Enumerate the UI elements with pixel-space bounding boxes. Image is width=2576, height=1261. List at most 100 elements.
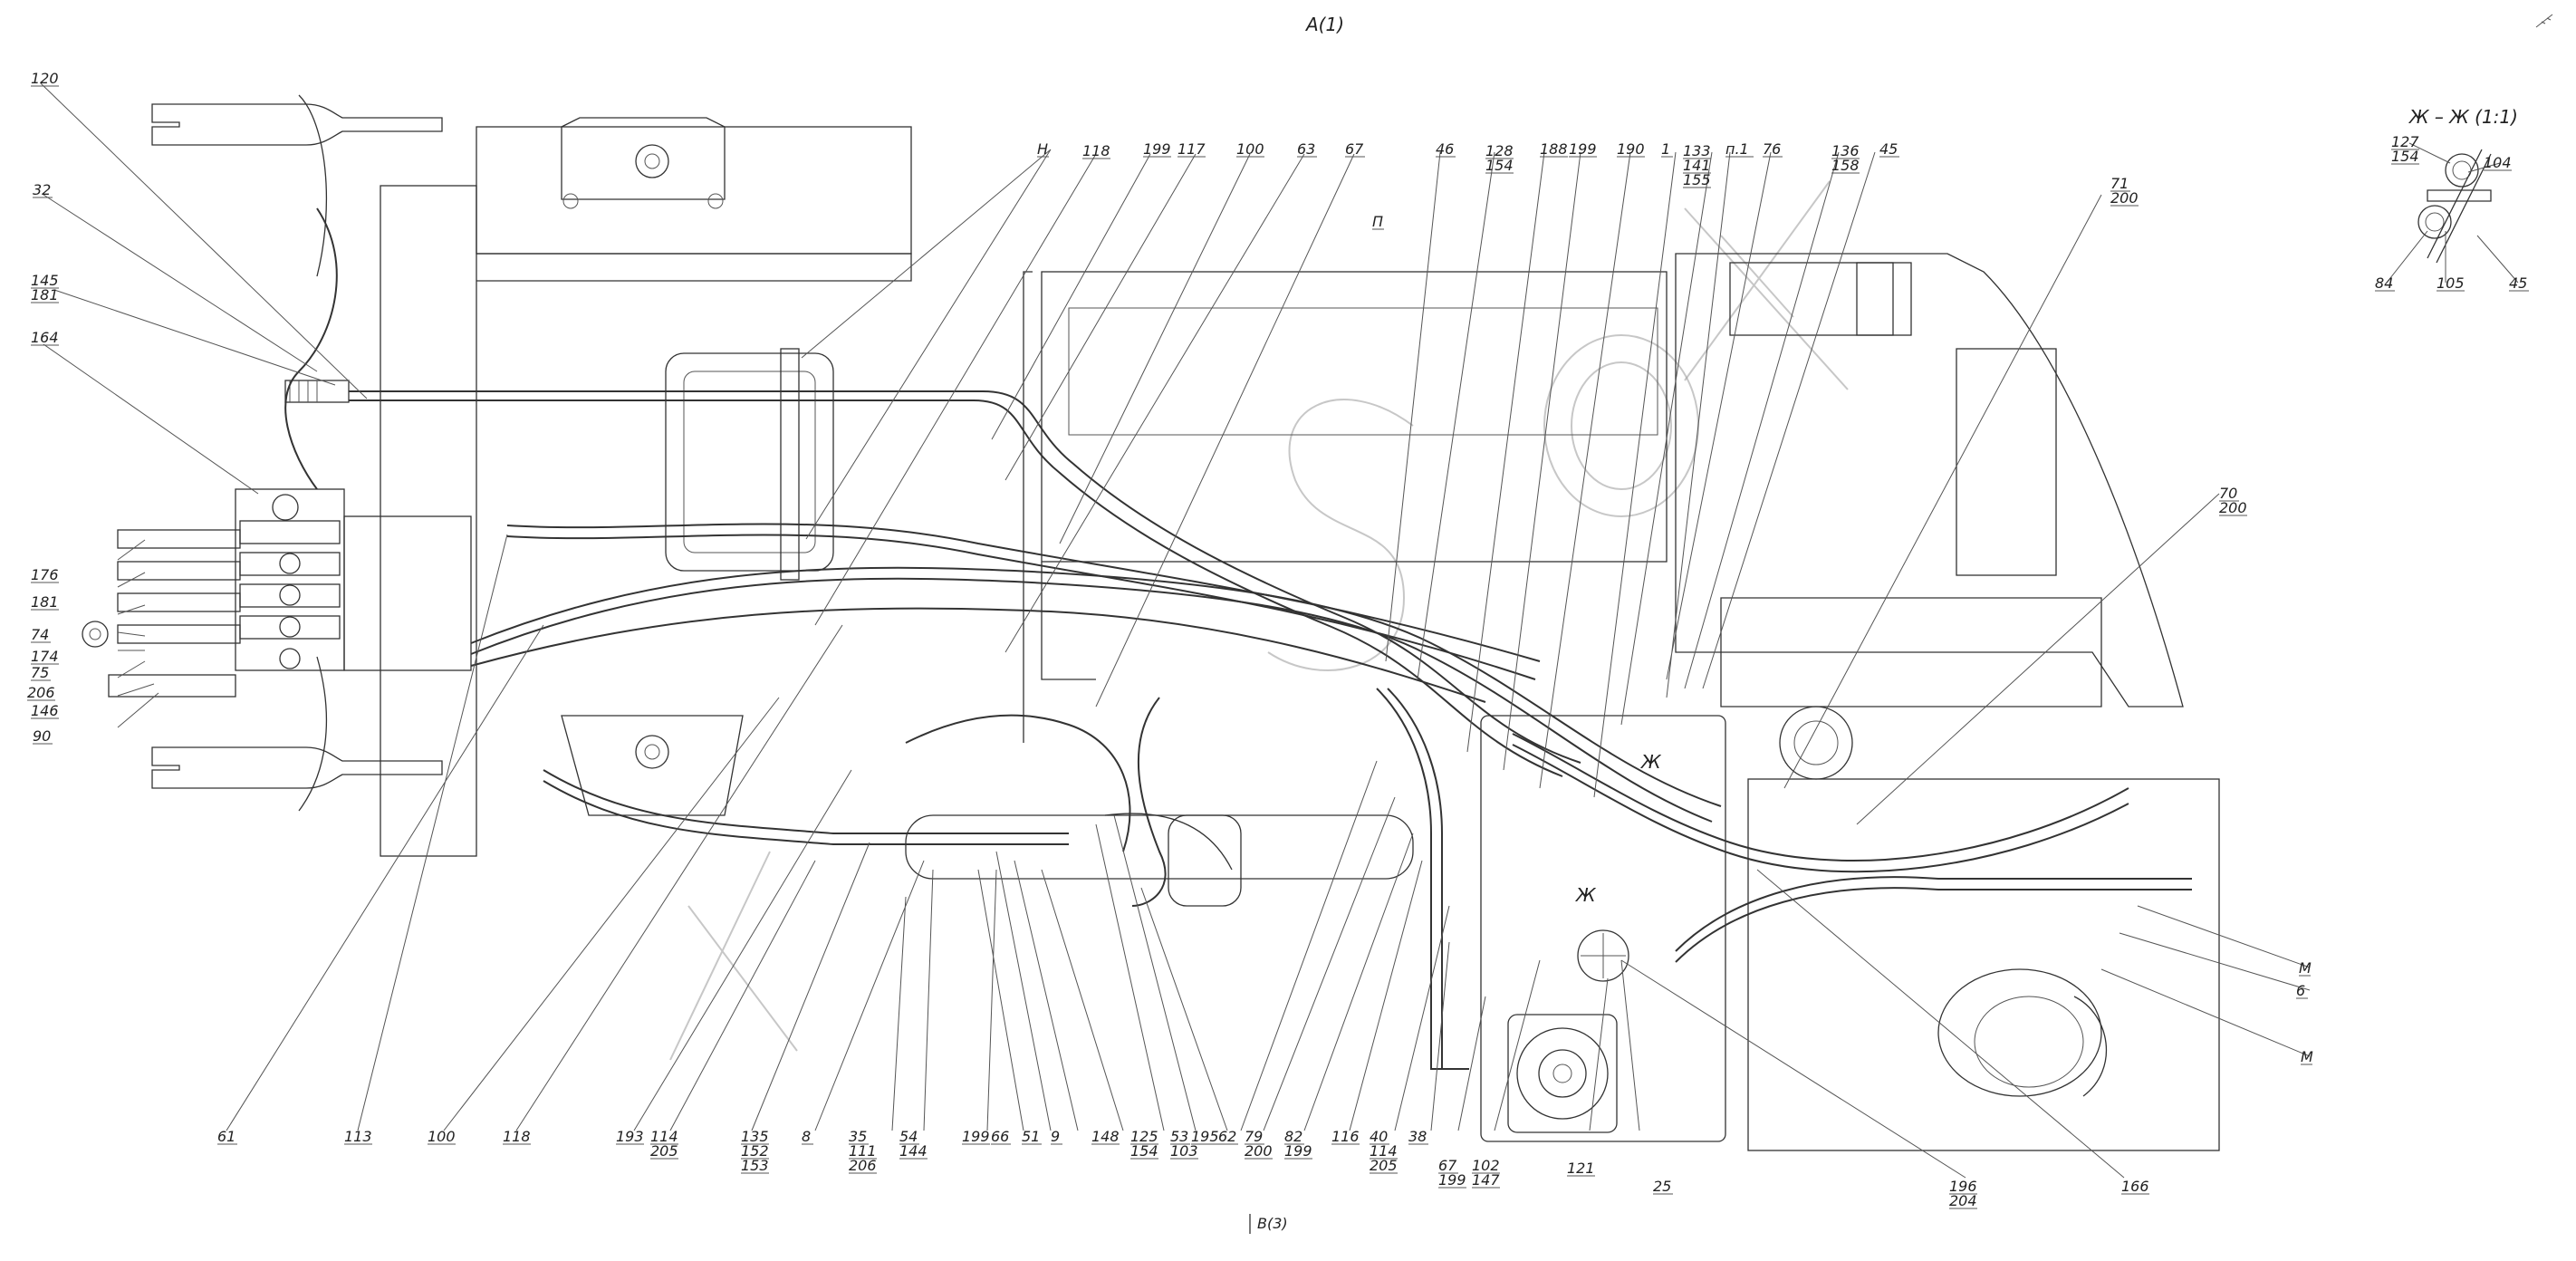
callout-b199: 199 <box>962 1128 990 1145</box>
callout-number: 152 <box>741 1142 769 1160</box>
callout-number: 53 <box>1170 1128 1188 1145</box>
callout-b166: 166 <box>2121 1178 2149 1195</box>
callout-number: 128 <box>1485 142 1514 159</box>
callout-number: П <box>1372 213 1383 230</box>
callout-t100: 100 <box>1236 140 1264 158</box>
callout-b66: 66 <box>991 1128 1011 1145</box>
bottom-view-ref: В(3) <box>1257 1215 1288 1232</box>
callout-number: 153 <box>741 1157 769 1174</box>
callout-number: 114 <box>650 1128 678 1145</box>
callout-number: 90 <box>33 727 51 745</box>
callout-b61: 61 <box>217 1128 237 1145</box>
callout-number: 200 <box>2110 189 2139 207</box>
callout-number: 67 <box>1438 1157 1457 1174</box>
leader-lines <box>40 82 2519 1179</box>
callout-t46: 46 <box>1436 140 1456 158</box>
callout-s105: 105 <box>2437 274 2465 292</box>
callout-l75: 75 <box>31 664 51 681</box>
section-detail <box>2417 149 2492 264</box>
callout-number: 46 <box>1436 140 1454 158</box>
callout-number: 121 <box>1567 1160 1595 1177</box>
view-title: А(1) <box>1304 14 1344 35</box>
callout-t117: 117 <box>1177 140 1206 158</box>
callout-tp1: п.1 <box>1725 140 1754 158</box>
callout-number: 158 <box>1831 157 1860 174</box>
callout-number: 204 <box>1949 1192 1977 1209</box>
callout-number: 62 <box>1218 1128 1236 1145</box>
callout-l174: 174 <box>31 648 59 665</box>
callout-t188: 188 <box>1540 140 1568 158</box>
callout-b100: 100 <box>428 1128 456 1145</box>
callout-number: 76 <box>1763 140 1781 158</box>
callout-number: 196 <box>1949 1178 1977 1195</box>
callout-l90: 90 <box>33 727 53 745</box>
callout-t32: 32 <box>33 181 53 198</box>
callout-number: 35 <box>849 1128 867 1145</box>
callout-number: 1 <box>1661 140 1670 158</box>
callout-b193: 193 <box>616 1128 644 1145</box>
callout-number: 199 <box>962 1128 990 1145</box>
callout-b62: 62 <box>1218 1128 1238 1145</box>
callout-number: М <box>2301 1048 2313 1065</box>
callout-number: 25 <box>1653 1178 1671 1195</box>
callout-t199a: 199 <box>1143 140 1171 158</box>
callout-number: 67 <box>1345 140 1364 158</box>
callout-number: 166 <box>2121 1178 2149 1195</box>
callout-s104: 104 <box>2484 154 2512 171</box>
callout-number: 63 <box>1297 140 1315 158</box>
callout-number: 199 <box>1143 140 1171 158</box>
callout-number: 74 <box>31 626 49 643</box>
callout-l74: 74 <box>31 626 51 643</box>
callout-number: 113 <box>344 1128 372 1145</box>
callout-number: 164 <box>31 329 59 346</box>
callout-number: 6 <box>2296 982 2305 999</box>
section-mark-lower: Ж <box>1574 884 1597 906</box>
callout-number: 195 <box>1191 1128 1219 1145</box>
callout-number: 111 <box>849 1142 877 1160</box>
callout-number: 66 <box>991 1128 1009 1145</box>
callout-number: 136 <box>1831 142 1860 159</box>
chassis-frame <box>151 94 2220 1151</box>
callout-number: 120 <box>31 70 59 87</box>
callout-t76: 76 <box>1763 140 1783 158</box>
callout-number: 105 <box>2437 274 2465 292</box>
callout-number: 71 <box>2110 175 2129 192</box>
callout-number: 133 <box>1683 142 1711 159</box>
callout-number: 51 <box>1022 1128 1040 1145</box>
callout-l206: 206 <box>27 684 55 701</box>
callout-number: 45 <box>1879 140 1898 158</box>
callout-t63: 63 <box>1297 140 1317 158</box>
callout-b118: 118 <box>503 1128 531 1145</box>
callout-number: 200 <box>2219 499 2247 516</box>
callout-number: 117 <box>1177 140 1206 158</box>
callout-number: 144 <box>899 1142 928 1160</box>
callout-l181: 181 <box>31 593 59 611</box>
callout-number: 174 <box>31 648 59 665</box>
callout-number: 199 <box>1284 1142 1312 1160</box>
section-title: Ж – Ж (1:1) <box>2408 106 2518 128</box>
callout-b113: 113 <box>344 1128 372 1145</box>
callout-number: 206 <box>27 684 55 701</box>
callout-l146: 146 <box>31 702 59 719</box>
section-mark-upper: Ж <box>1639 751 1662 773</box>
callout-s45: 45 <box>2509 274 2529 292</box>
callout-l176: 176 <box>31 566 59 583</box>
callout-t190: 190 <box>1617 140 1645 158</box>
callout-number: 61 <box>217 1128 235 1145</box>
callout-number: 125 <box>1130 1128 1158 1145</box>
callout-number: 114 <box>1370 1142 1398 1160</box>
callout-number: 9 <box>1051 1128 1060 1145</box>
callout-t164: 164 <box>31 329 59 346</box>
callout-t118: 118 <box>1082 142 1110 159</box>
callout-t1: 1 <box>1661 140 1673 158</box>
callout-b51: 51 <box>1022 1128 1042 1145</box>
callout-number: 103 <box>1170 1142 1198 1160</box>
